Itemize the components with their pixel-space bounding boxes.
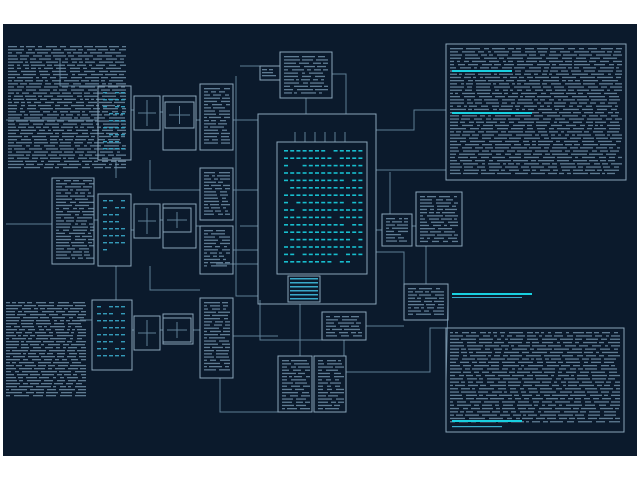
mid-right-box-1-text [386,218,408,242]
central-core [276,141,368,275]
signal-glow [452,293,532,298]
block-d [199,297,234,379]
connector-4 [59,60,98,87]
lower-panel-3-text [318,360,344,410]
mid-right-box-3 [403,283,449,321]
top-panel-text [284,56,328,94]
grid-module-1 [97,85,132,161]
switch-box-1 [133,95,161,131]
lower-panel-2 [277,355,313,413]
left-mid-panel-text [56,180,94,259]
connector-36 [259,300,322,341]
connector-37 [149,160,200,191]
quad-box-1 [162,95,197,151]
connector-lines [6,60,449,413]
lower-panel-1-text [326,316,362,337]
block-a-text [204,88,230,144]
connector-38 [149,266,200,291]
diagram-blocks [6,43,627,433]
top-panel [279,51,333,99]
quad-box-2-inner [162,207,192,233]
right-bottom-highlights [452,420,522,428]
grid-module-2-cells [103,200,125,251]
mid-right-box-1 [381,213,413,247]
connector-24 [376,109,446,131]
right-top-panel [445,43,627,181]
block-a [199,83,234,151]
central-core-outer [257,113,377,305]
grid-module-2 [97,193,132,267]
grid-module-3 [91,299,133,371]
connector-35 [219,378,278,413]
left-mid-panel [51,177,95,265]
top-small-box [259,65,281,81]
block-d-text [204,302,230,371]
grid-module-1-cells [103,92,125,150]
switch-box-2 [133,203,161,239]
quad-box-3-inner [162,317,192,343]
mid-right-box-2-text [420,196,458,243]
block-b [199,167,234,221]
quad-box-1-inner [164,101,195,129]
right-top-panel-text [450,48,622,175]
lower-panel-3 [313,355,347,413]
connector-27 [376,251,405,284]
core-bars [290,278,318,300]
block-c [199,225,234,275]
lower-panel-1 [321,311,367,341]
switch-box-3 [133,315,161,351]
top-small-box-text [262,69,276,77]
core-bars-box [287,275,321,303]
central-core-grid [284,150,363,263]
schematic-diagram [6,43,627,433]
connector-23 [332,73,347,114]
right-bottom-panel-text [450,332,620,423]
left-bottom-panel-text [6,302,86,397]
connector-33 [346,327,446,373]
mid-right-box-3-text [408,288,444,315]
block-c-text [204,230,230,267]
left-top-panel-text [8,46,126,169]
lower-panel-2-text [282,360,310,410]
mid-right-box-2 [415,191,463,247]
diagram-canvas [3,24,637,456]
grid-module-3-cells [97,306,125,357]
right-bottom-panel [445,327,625,433]
connector-20 [235,76,258,297]
right-top-highlights [452,70,532,114]
block-b-text [204,172,230,215]
